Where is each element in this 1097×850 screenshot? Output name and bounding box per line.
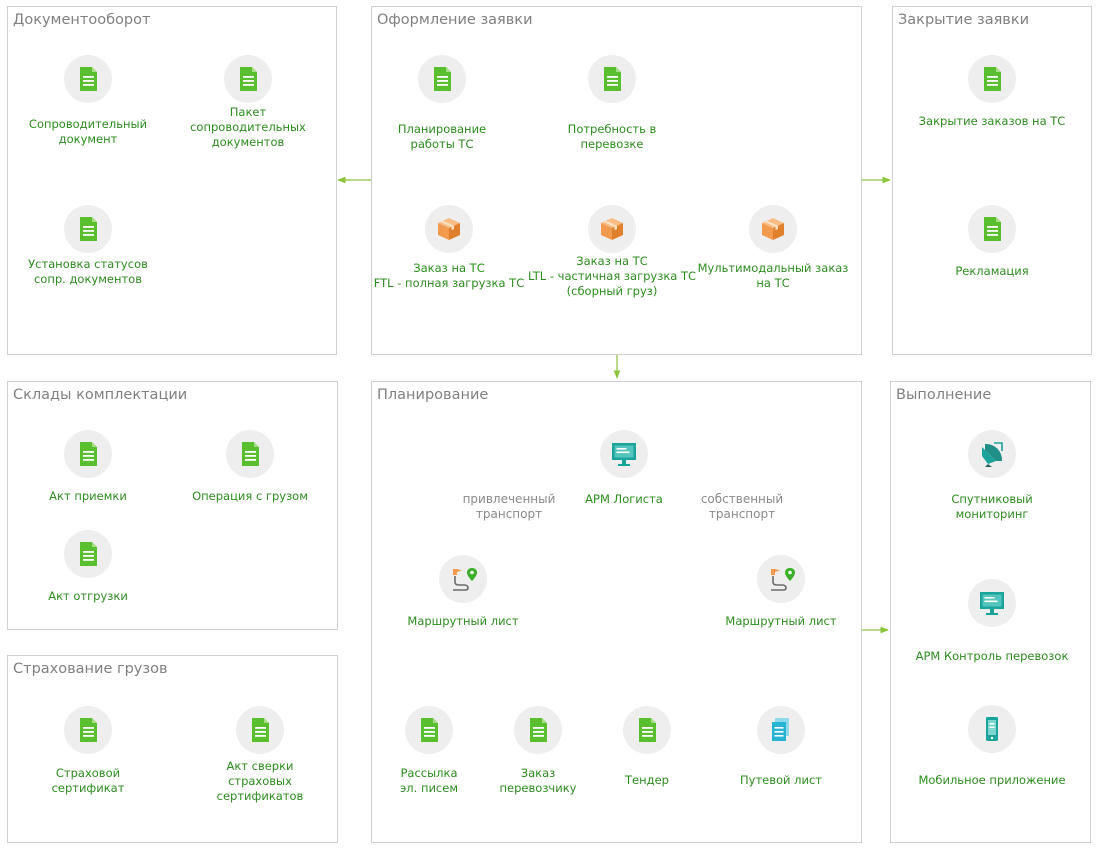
arm-logista-label: АРМ Логиста [585, 492, 663, 506]
tender-icon[interactable] [623, 706, 671, 754]
potrebnost-icon[interactable] [588, 55, 636, 103]
panel-title: Закрытие заявки [898, 12, 1030, 28]
icon-glyph [980, 592, 1004, 615]
multimodal-label: Мультимодальный заказ на ТС [697, 261, 849, 290]
operaciya-label: Операция с грузом [192, 489, 308, 503]
strah-sert-label: Страховой сертификат [51, 766, 125, 795]
multimodal-icon[interactable] [749, 205, 797, 253]
icon-glyph [982, 442, 1003, 467]
akt-sverki-label: Акт сверки страховых сертификатов [216, 759, 304, 803]
akt-otgruzki-icon[interactable] [64, 530, 112, 578]
group-label-privlechenny: привлеченный транспорт [462, 492, 556, 521]
icon-glyph [80, 718, 97, 742]
panel-title: Выполнение [896, 387, 992, 403]
icon-glyph [242, 442, 259, 466]
arm-logista-icon[interactable] [600, 430, 648, 478]
arm-kontrol-icon[interactable] [968, 579, 1016, 627]
panel-title: Страхование грузов [13, 661, 168, 677]
icon-glyph [984, 217, 1001, 241]
tender-label: Тендер [625, 773, 669, 787]
arm-kontrol-label: АРМ Контроль перевозок [915, 649, 1069, 663]
icon-glyph [421, 718, 438, 742]
sputnik-icon[interactable] [968, 430, 1016, 478]
icon-glyph [438, 218, 460, 240]
icon-glyph [530, 718, 547, 742]
mobile-label: Мобильное приложение [918, 773, 1066, 787]
operaciya-icon[interactable] [226, 430, 274, 478]
panel-warehouses: Склады комплектации [7, 381, 338, 630]
sputnik-label: Спутниковый мониторинг [951, 492, 1033, 521]
paket-label: Пакет сопроводительных документов [190, 105, 306, 149]
ftl-icon[interactable] [425, 205, 473, 253]
akt-otgruzki-label: Акт отгрузки [48, 589, 128, 603]
group-label-sobstvenny: собственный транспорт [700, 492, 784, 521]
icon-glyph [80, 542, 97, 566]
ftl-label: Заказ на ТС FTL - полная загрузка ТС [373, 261, 525, 290]
ltl-icon[interactable] [588, 205, 636, 253]
icon-glyph [453, 568, 477, 591]
panel-docflow: Документооборот [7, 6, 337, 355]
icon-glyph [772, 718, 789, 741]
icon-glyph [80, 442, 97, 466]
soprov-doc-label: Сопроводительный документ [28, 117, 148, 146]
panel-insurance: Страхование грузов [7, 655, 338, 843]
akt-sverki-icon[interactable] [236, 706, 284, 754]
zakrytie-label: Закрытие заказов на ТС [918, 114, 1066, 128]
potrebnost-label: Потребность в перевозке [567, 122, 657, 151]
icon-glyph [252, 718, 269, 742]
icon-glyph [986, 717, 998, 741]
icon-glyph [762, 218, 784, 240]
akt-priemki-label: Акт приемки [49, 489, 127, 503]
panel-title: Склады комплектации [13, 387, 188, 403]
reklamaciya-icon[interactable] [968, 205, 1016, 253]
akt-priemki-icon[interactable] [64, 430, 112, 478]
putevoy-icon[interactable] [757, 706, 805, 754]
marshrut-left-icon[interactable] [439, 555, 487, 603]
zakrytie-icon[interactable] [968, 55, 1016, 103]
ustanovka-label: Установка статусов сопр. документов [28, 257, 148, 286]
rassylka-icon[interactable] [405, 706, 453, 754]
icon-glyph [604, 67, 621, 91]
ustanovka-icon[interactable] [64, 205, 112, 253]
marshrut-right-icon[interactable] [757, 555, 805, 603]
mobile-icon[interactable] [968, 705, 1016, 753]
panel-title: Документооборот [13, 12, 151, 28]
planirovanie-ts-icon[interactable] [418, 55, 466, 103]
strah-sert-icon[interactable] [64, 706, 112, 754]
reklamaciya-label: Рекламация [955, 264, 1029, 278]
zakaz-perevozchiku-label: Заказ перевозчику [499, 766, 577, 795]
icon-glyph [639, 718, 656, 742]
soprov-doc-icon[interactable] [64, 55, 112, 103]
icon-glyph [434, 67, 451, 91]
paket-icon[interactable] [224, 55, 272, 103]
putevoy-label: Путевой лист [739, 773, 823, 787]
icon-glyph [612, 443, 636, 466]
panel-title: Планирование [377, 387, 489, 403]
ltl-label: Заказ на ТС LTL - частичная загрузка ТС … [527, 254, 697, 298]
icon-glyph [771, 568, 795, 591]
marshrut-right-label: Маршрутный лист [725, 614, 837, 628]
zakaz-perevozchiku-icon[interactable] [514, 706, 562, 754]
icon-glyph [601, 218, 623, 240]
icon-glyph [80, 67, 97, 91]
icon-glyph [984, 67, 1001, 91]
icon-glyph [80, 217, 97, 241]
planirovanie-ts-label: Планирование работы ТС [397, 122, 487, 151]
marshrut-left-label: Маршрутный лист [407, 614, 519, 628]
panel-title: Оформление заявки [377, 12, 533, 28]
rassylka-label: Рассылка эл. писем [399, 766, 459, 795]
icon-glyph [240, 67, 257, 91]
